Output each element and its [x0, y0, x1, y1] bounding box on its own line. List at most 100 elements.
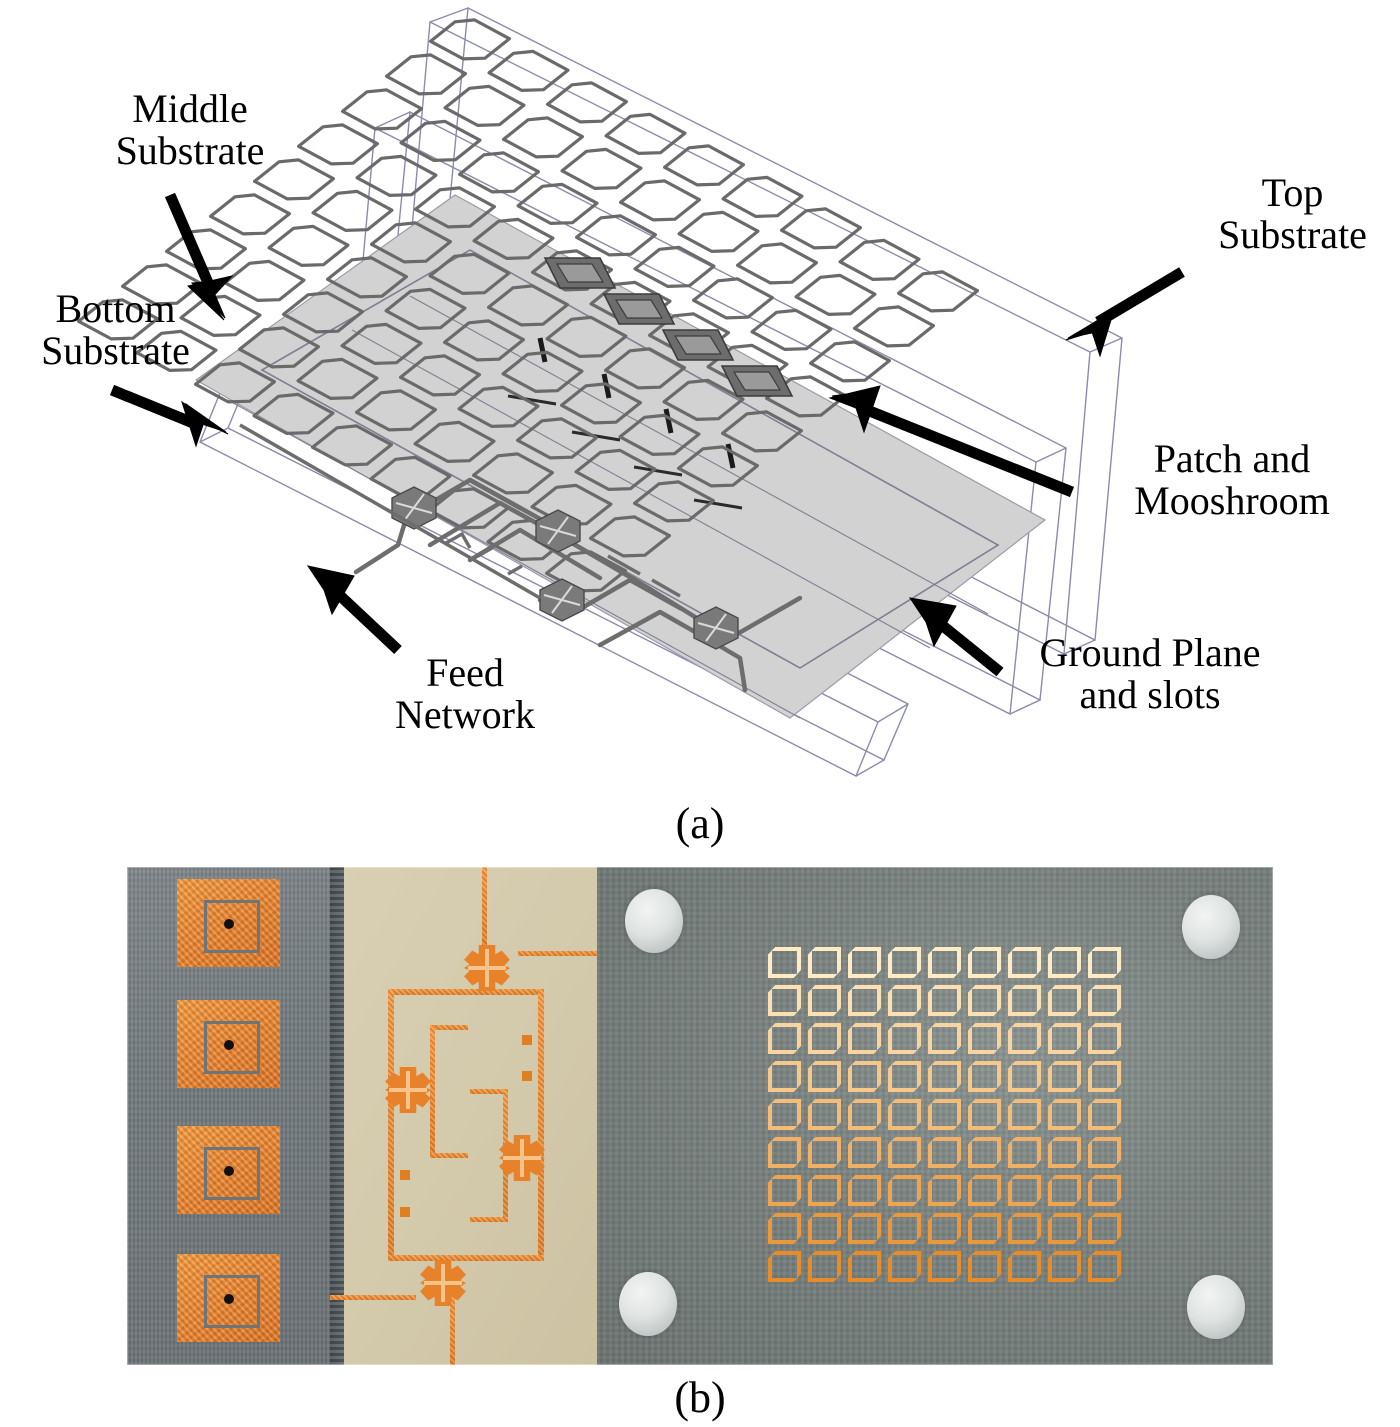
mushroom-cell: [1088, 1061, 1121, 1092]
mushroom-array-photo-section: [597, 867, 1273, 1365]
mushroom-cell: [768, 1099, 801, 1130]
tuning-stub: [522, 1035, 532, 1045]
mushroom-cell: [808, 1099, 841, 1130]
ground-plane-photo-section: [127, 867, 330, 1365]
arrow-ground-plane: [908, 597, 1004, 677]
junction-cross-v: [406, 1070, 410, 1110]
mushroom-cell: [888, 1061, 921, 1092]
label-bottom-substrate: Bottom Substrate: [41, 286, 190, 374]
mushroom-cell-cad: [209, 193, 291, 236]
annotation-arrows: [109, 192, 1185, 677]
mushroom-cell: [968, 985, 1001, 1016]
mushroom-cell: [968, 1023, 1001, 1054]
patch-via: [224, 919, 234, 929]
mushroom-cell-cad: [530, 483, 613, 527]
mushroom-cell: [848, 1251, 881, 1282]
label-top-substrate: Top Substrate: [1218, 170, 1367, 258]
mushroom-cell: [1048, 1023, 1081, 1054]
mushroom-cell: [1048, 1213, 1081, 1244]
caption-panel-b: (b): [674, 1373, 726, 1422]
junction-cross-v: [441, 1263, 445, 1303]
feed-trace: [430, 1025, 435, 1157]
caption-panel-a: (a): [675, 799, 725, 848]
mushroom-cell-cad: [297, 123, 379, 166]
arrow-patch-and-mooshroom: [828, 385, 1075, 498]
mushroom-cell-cad: [545, 315, 628, 358]
mushroom-cell-cad: [662, 144, 746, 187]
mushroom-cell-cad: [457, 385, 540, 428]
mushroom-cell-cad: [238, 326, 320, 369]
mushroom-cell: [1008, 947, 1041, 978]
mushroom-cell-cad: [428, 487, 510, 530]
mushroom-cell-cad: [604, 112, 687, 155]
patch-photo: [177, 1254, 280, 1342]
nylon-screw: [1182, 895, 1240, 959]
mushroom-cell: [928, 1137, 961, 1168]
mushroom-cell-cad: [472, 452, 555, 495]
mushroom-cell-cad: [413, 420, 496, 463]
mushroom-cell: [888, 1175, 921, 1206]
mushroom-cell-cad: [838, 238, 921, 281]
mushroom-cell-cad: [750, 308, 833, 351]
mushroom-cell: [968, 1061, 1001, 1092]
mushroom-cell-cad: [267, 224, 350, 267]
mushroom-cell: [888, 1137, 921, 1168]
mushroom-cell-cad: [515, 417, 599, 460]
mushroom-cell-cad: [282, 291, 364, 334]
mushroom-cell: [888, 1251, 921, 1282]
mushroom-array-grid: [768, 947, 1128, 1289]
feed-trace: [388, 989, 544, 995]
mushroom-cell-cad: [165, 228, 247, 271]
mushroom-cell-cad: [677, 210, 760, 253]
patch-slot: [204, 1275, 260, 1328]
mushroom-cell: [768, 1023, 801, 1054]
mushroom-cell-cad: [341, 88, 423, 131]
mushroom-cell: [1008, 1137, 1041, 1168]
mushroom-cell-cad: [588, 515, 672, 558]
feed-trace: [470, 1217, 508, 1222]
tuning-stub: [522, 1071, 532, 1081]
panel-a-cad-view: Middle Substrate Bottom Substrate Top Su…: [41, 6, 1367, 848]
mushroom-cell: [1048, 1137, 1081, 1168]
mushroom-cell-cad: [618, 413, 701, 456]
arrow-feed-network: [306, 565, 402, 655]
mushroom-cell: [928, 947, 961, 978]
mushroom-cell-cad: [399, 354, 481, 397]
patch-slot: [204, 1021, 260, 1074]
label-ground-plane-and-slots: Ground Plane and slots: [1039, 630, 1261, 718]
mushroom-cell-cad: [574, 214, 658, 257]
mushroom-cell-cad: [429, 18, 511, 61]
nylon-screw: [1187, 1275, 1245, 1339]
feed-input-trace: [482, 867, 487, 949]
tuning-stub: [400, 1170, 410, 1180]
mushroom-cell: [1008, 1251, 1041, 1282]
mushroom-cell: [1008, 1099, 1041, 1130]
mushroom-cell-cad: [632, 480, 716, 523]
mushroom-cell: [928, 1175, 961, 1206]
mushroom-cell: [768, 1061, 801, 1092]
ground-plane-layer: [194, 194, 1047, 719]
mushroom-cell-cad: [458, 151, 541, 194]
mushroom-cell: [768, 1175, 801, 1206]
mushroom-cell: [848, 947, 881, 978]
feed-network-stubs: [445, 531, 681, 598]
patch-photo: [177, 1126, 280, 1214]
mushroom-cell: [928, 1023, 961, 1054]
tuning-stub: [400, 1207, 410, 1217]
patch-slot: [204, 900, 260, 953]
mushroom-cell: [1048, 1061, 1081, 1092]
mushroom-cell-cad: [502, 116, 585, 159]
mushroom-cell: [848, 1213, 881, 1244]
mushroom-cell: [888, 947, 921, 978]
mushroom-cell: [1008, 1175, 1041, 1206]
mushroom-cell-cad: [326, 256, 408, 299]
mushroom-cell-cad: [530, 249, 614, 292]
mushroom-cell-cad: [721, 175, 804, 218]
label-feed-network: Feed Network: [395, 650, 535, 738]
feed-network-photo-section: [330, 867, 597, 1365]
middle-substrate-outline: [351, 110, 1067, 716]
ground-plane-slot-shadows: [507, 394, 743, 510]
mushroom-cell-cad: [559, 382, 643, 425]
mushroom-cell-cad: [311, 424, 393, 467]
mushroom-cell: [928, 1099, 961, 1130]
